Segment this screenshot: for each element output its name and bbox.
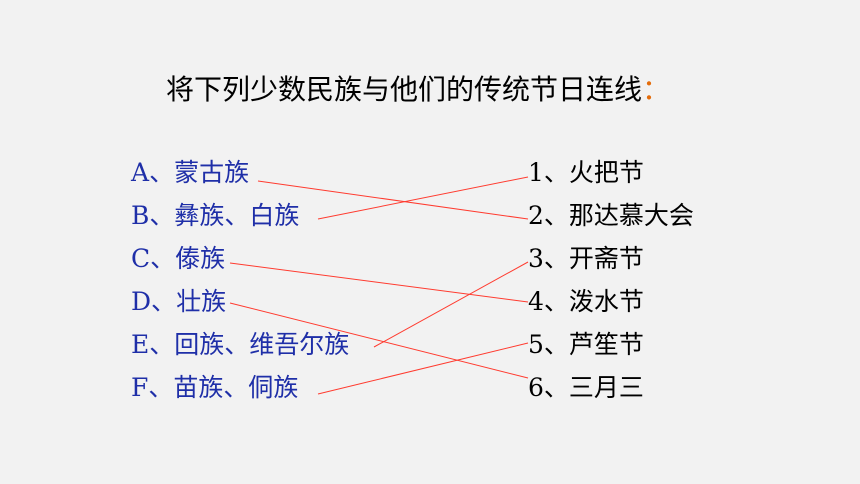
ethnic-item-f: F、苗族、侗族 — [131, 366, 349, 409]
festival-item-4: 4、泼水节 — [528, 280, 694, 323]
festival-name: 那达慕大会 — [568, 201, 694, 230]
item-number: 4 — [528, 287, 544, 316]
ethnic-name: 彝族、白族 — [174, 201, 300, 230]
festival-name: 火把节 — [568, 158, 644, 187]
item-number: 3 — [528, 244, 544, 273]
ethnic-name: 回族、维吾尔族 — [174, 330, 350, 359]
item-letter: B — [131, 201, 150, 230]
ethnic-name: 蒙古族 — [174, 158, 250, 187]
festival-name: 泼水节 — [568, 287, 644, 316]
item-separator: 、 — [543, 373, 569, 402]
item-letter: A — [131, 158, 150, 187]
title-colon: ： — [642, 73, 671, 106]
item-letter: E — [131, 330, 150, 359]
ethnic-name: 苗族、侗族 — [173, 373, 299, 402]
festival-item-3: 3、开斋节 — [528, 237, 694, 280]
festival-name: 开斋节 — [568, 244, 644, 273]
page-title: 将下列少数民族与他们的传统节日连线： — [166, 68, 670, 108]
festival-item-5: 5、芦笙节 — [528, 323, 694, 366]
item-number: 5 — [528, 330, 544, 359]
item-separator: 、 — [149, 158, 175, 187]
festival-list: 1、火把节 2、那达慕大会 3、开斋节 4、泼水节 5、芦笙节 6、三月三 — [528, 151, 694, 409]
ethnic-name: 壮族 — [176, 287, 227, 316]
item-separator: 、 — [149, 201, 175, 230]
ethnic-item-d: D、壮族 — [131, 280, 349, 323]
item-letter: F — [131, 373, 149, 402]
item-separator: 、 — [543, 158, 569, 187]
connection-line-f — [317, 342, 529, 395]
ethnic-item-e: E、回族、维吾尔族 — [131, 323, 349, 366]
item-separator: 、 — [149, 330, 175, 359]
festival-name: 三月三 — [568, 373, 644, 402]
item-separator: 、 — [543, 330, 569, 359]
item-separator: 、 — [151, 287, 177, 316]
item-separator: 、 — [148, 373, 174, 402]
ethnic-name: 傣族 — [175, 244, 226, 273]
festival-item-6: 6、三月三 — [528, 366, 694, 409]
festival-name: 芦笙节 — [568, 330, 644, 359]
item-separator: 、 — [543, 244, 569, 273]
ethnic-item-b: B、彝族、白族 — [131, 194, 349, 237]
item-number: 1 — [528, 158, 544, 187]
festival-item-2: 2、那达慕大会 — [528, 194, 694, 237]
connection-line-e — [373, 261, 529, 348]
item-letter: D — [131, 287, 152, 316]
ethnic-item-a: A、蒙古族 — [131, 151, 349, 194]
item-number: 6 — [528, 373, 544, 402]
item-letter: C — [131, 244, 151, 273]
item-separator: 、 — [150, 244, 176, 273]
item-separator: 、 — [543, 201, 569, 230]
festival-item-1: 1、火把节 — [528, 151, 694, 194]
connection-line-b — [317, 176, 529, 220]
ethnic-group-list: A、蒙古族 B、彝族、白族 C、傣族 D、壮族 E、回族、维吾尔族 F、苗族、侗… — [131, 151, 349, 409]
title-text: 将下列少数民族与他们的传统节日连线 — [166, 73, 643, 106]
ethnic-item-c: C、傣族 — [131, 237, 349, 280]
item-number: 2 — [528, 201, 544, 230]
item-separator: 、 — [543, 287, 569, 316]
